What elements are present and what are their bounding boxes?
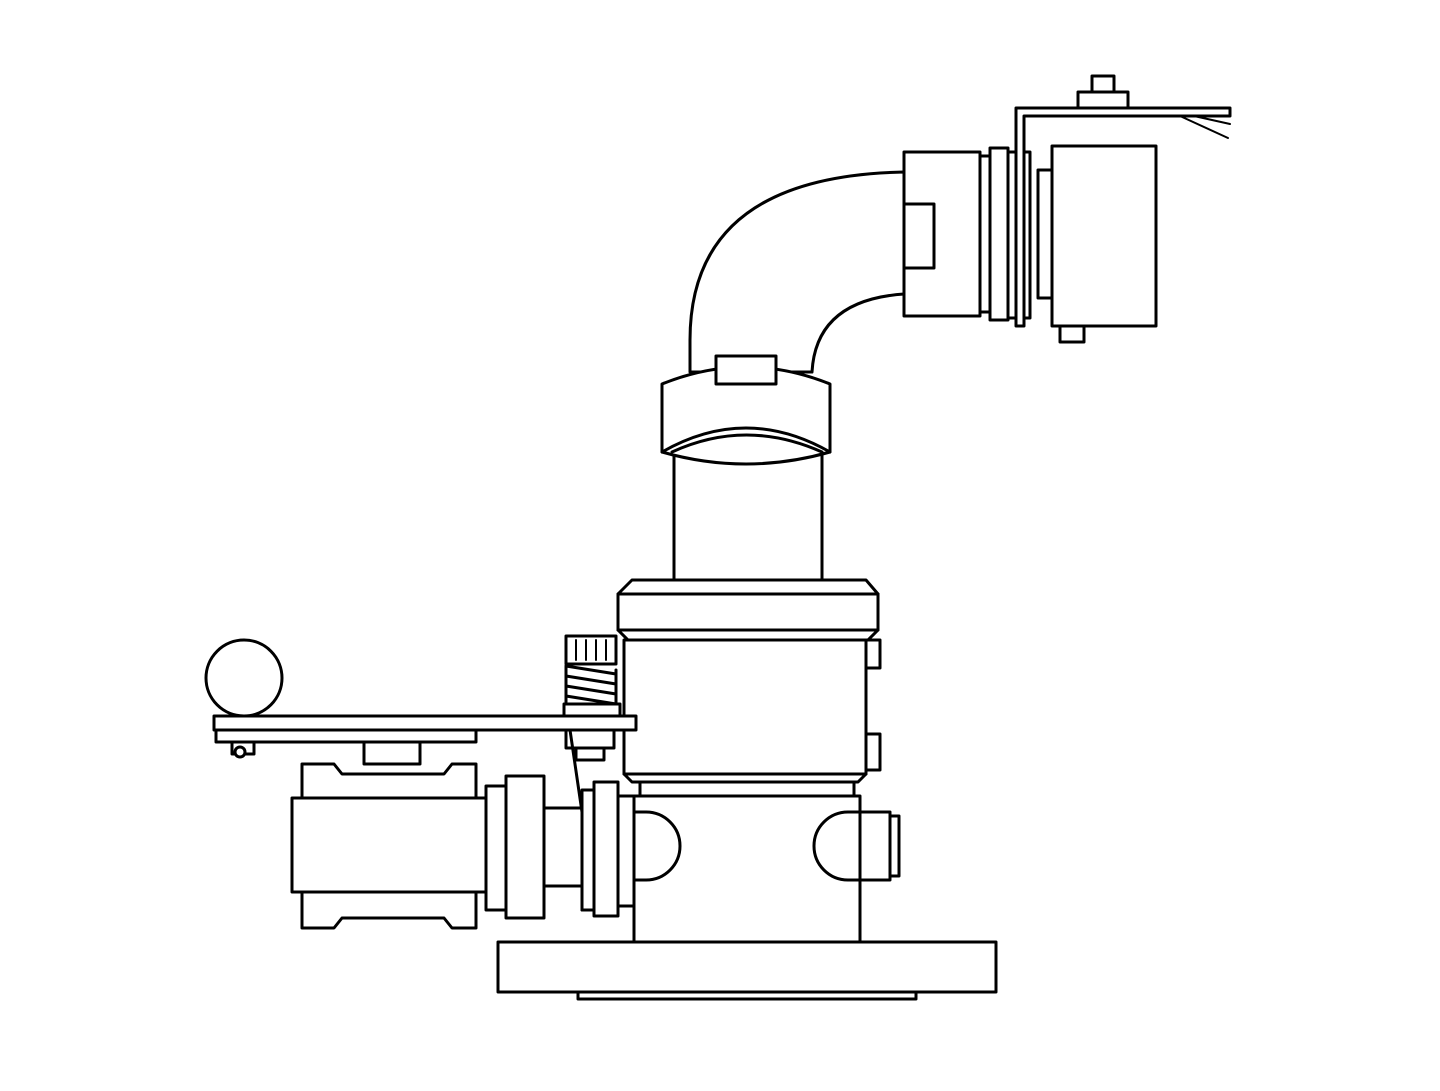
mounting-bracket [1014, 74, 1232, 328]
outlet-box [1036, 144, 1158, 344]
base-flange [496, 940, 998, 1001]
riser-pipe [672, 448, 824, 582]
side-port-left [580, 780, 682, 918]
upper-body [616, 578, 882, 784]
side-port-right [812, 810, 901, 882]
union-nut [660, 354, 832, 466]
spring-stop [562, 634, 622, 912]
lever-ball [204, 638, 284, 718]
outlet-nut [902, 146, 1032, 322]
elbow [688, 170, 906, 374]
actuator-valve [290, 740, 584, 930]
lever-arm [212, 714, 638, 759]
